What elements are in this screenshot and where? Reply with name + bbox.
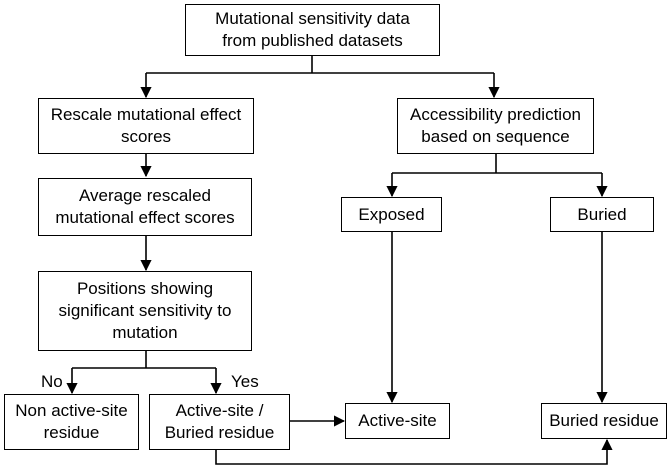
edge-label-no: No	[41, 372, 63, 391]
node-positions: Positions showing significant sensitivit…	[38, 271, 252, 351]
node-active-site: Active-site	[345, 403, 450, 439]
node-accessibility: Accessibility prediction based on sequen…	[397, 98, 594, 154]
node-exposed: Exposed	[341, 197, 442, 232]
node-average: Average rescaled mutational effect score…	[38, 178, 252, 236]
node-buried-residue: Buried residue	[541, 403, 667, 439]
node-rescale: Rescale mutational effect scores	[38, 98, 254, 154]
arrow-active-buried-to-buried-residue	[215, 438, 613, 465]
edge-label-yes: Yes	[231, 372, 259, 391]
node-active-buried: Active-site / Buried residue	[149, 394, 290, 450]
node-buried: Buried	[550, 197, 654, 232]
node-source: Mutational sensitivity data from publish…	[185, 4, 440, 56]
node-non-active-site: Non active-site residue	[4, 394, 139, 450]
